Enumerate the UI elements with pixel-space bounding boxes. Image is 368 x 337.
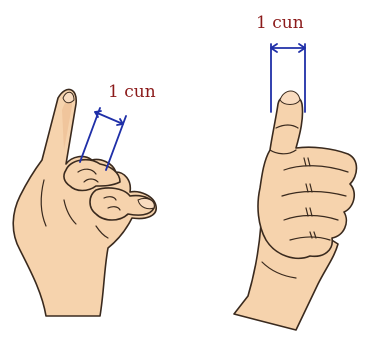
thumb-cun-hand-icon: 1 cun — [234, 13, 357, 330]
middle-finger-cun-label: 1 cun — [108, 82, 156, 102]
thumb-cun-label: 1 cun — [256, 13, 304, 33]
middle-finger-cun-hand-icon: 1 cun — [13, 82, 156, 316]
